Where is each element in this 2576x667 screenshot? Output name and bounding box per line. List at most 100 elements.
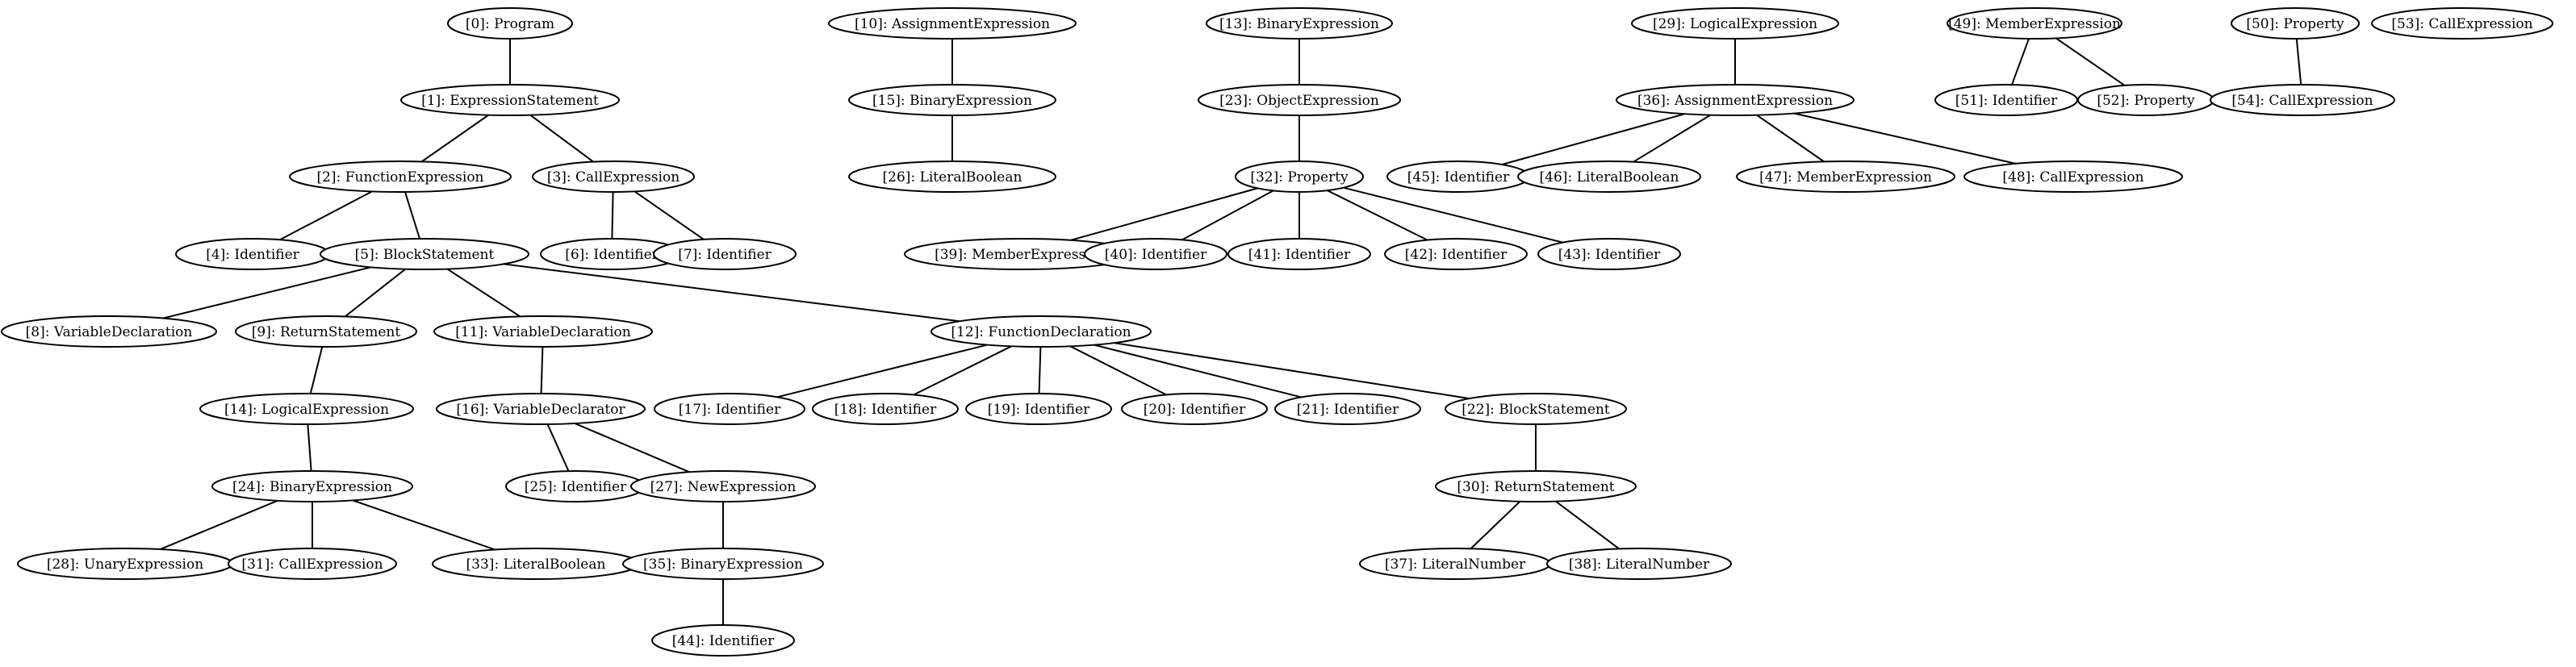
node-layer: [0]: Program[1]: ExpressionStatement[2]:…: [1, 7, 2553, 657]
node-ellipse: [1517, 160, 1701, 193]
node-ellipse: [235, 315, 417, 348]
node-label: [52]: Property: [2097, 93, 2195, 109]
tree-node-9: [9]: ReturnStatement: [235, 315, 417, 348]
edge-2-5: [404, 191, 421, 240]
tree-node-13: [13]: BinaryExpression: [1206, 7, 1393, 40]
tree-node-7: [7]: Identifier: [653, 238, 797, 270]
node-ellipse: [532, 160, 695, 193]
tree-node-38: [38]: LiteralNumber: [1546, 548, 1732, 580]
tree-node-41: [41]: Identifier: [1227, 238, 1371, 270]
node-label: [27]: NewExpression: [650, 479, 797, 495]
edge-32-42: [1327, 190, 1428, 241]
tree-node-4: [4]: Identifier: [175, 238, 330, 270]
node-ellipse: [211, 470, 413, 502]
node-label: [33]: LiteralBoolean: [466, 557, 606, 573]
node-ellipse: [1206, 7, 1393, 40]
node-label: [4]: Identifier: [206, 247, 299, 263]
node-label: [9]: ReturnStatement: [252, 324, 401, 340]
node-label: [44]: Identifier: [672, 633, 775, 649]
node-label: [19]: Identifier: [988, 402, 1090, 418]
node-ellipse: [447, 7, 573, 40]
tree-node-0: [0]: Program: [447, 7, 573, 40]
node-ellipse: [1736, 160, 1955, 193]
tree-node-11: [11]: VariableDeclaration: [433, 315, 653, 348]
tree-node-1: [1]: ExpressionStatement: [400, 84, 620, 116]
tree-node-5: [5]: BlockStatement: [320, 238, 529, 270]
node-label: [42]: Identifier: [1405, 247, 1508, 263]
node-label: [48]: CallExpression: [2002, 169, 2143, 186]
node-label: [45]: Identifier: [1407, 169, 1510, 186]
node-label: [36]: AssignmentExpression: [1637, 93, 1833, 109]
tree-node-12: [12]: FunctionDeclaration: [930, 315, 1152, 348]
node-ellipse: [228, 548, 397, 580]
tree-node-24: [24]: BinaryExpression: [211, 470, 413, 502]
node-ellipse: [654, 393, 805, 425]
tree-node-14: [14]: LogicalExpression: [199, 393, 414, 425]
tree-node-40: [40]: Identifier: [1084, 238, 1227, 270]
node-label: [12]: FunctionDeclaration: [951, 324, 1131, 340]
edge-12-22: [1114, 342, 1470, 400]
edge-layer: [160, 37, 2302, 625]
node-ellipse: [848, 84, 1056, 116]
node-label: [23]: ObjectExpression: [1219, 93, 1379, 109]
tree-node-33: [33]: LiteralBoolean: [432, 548, 640, 580]
node-label: [13]: BinaryExpression: [1219, 16, 1379, 32]
node-label: [15]: BinaryExpression: [872, 93, 1032, 109]
tree-node-32: [32]: Property: [1235, 160, 1364, 193]
tree-node-36: [36]: AssignmentExpression: [1616, 84, 1855, 116]
edge-49-51: [2011, 38, 2030, 85]
node-label: [6]: Identifier: [565, 247, 659, 263]
node-ellipse: [1, 315, 217, 348]
tree-node-3: [3]: CallExpression: [532, 160, 695, 193]
tree-node-44: [44]: Identifier: [651, 624, 795, 657]
tree-node-26: [26]: LiteralBoolean: [848, 160, 1056, 193]
edge-30-38: [1555, 500, 1620, 550]
edge-3-7: [634, 190, 705, 240]
edge-30-37: [1470, 501, 1521, 549]
tree-node-39: [39]: MemberExpression: [904, 238, 1138, 270]
node-ellipse: [289, 160, 512, 193]
tree-node-28: [28]: UnaryExpression: [17, 548, 233, 580]
node-ellipse: [1537, 238, 1681, 270]
edge-9-14: [309, 346, 324, 394]
node-label: [46]: LiteralBoolean: [1540, 169, 1679, 186]
edge-36-46: [1633, 114, 1712, 163]
node-ellipse: [1445, 393, 1627, 425]
edge-36-47: [1756, 114, 1825, 163]
edge-11-16: [540, 346, 544, 394]
tree-node-37: [37]: LiteralNumber: [1359, 548, 1551, 580]
tree-node-50: [50]: Property: [2231, 7, 2360, 40]
edge-5-8: [162, 266, 371, 319]
edge-24-28: [160, 499, 278, 550]
tree-node-31: [31]: CallExpression: [228, 548, 397, 580]
tree-node-16: [16]: VariableDeclarator: [436, 393, 646, 425]
tree-node-48: [48]: CallExpression: [1963, 160, 2183, 193]
node-label: [28]: UnaryExpression: [47, 557, 203, 573]
tree-node-25: [25]: Identifier: [505, 470, 646, 502]
edge-3-6: [611, 191, 614, 240]
node-label: [22]: BlockStatement: [1462, 402, 1610, 418]
edge-1-2: [421, 114, 489, 163]
tree-node-22: [22]: BlockStatement: [1445, 393, 1627, 425]
node-ellipse: [2371, 7, 2553, 40]
edge-50-54: [2295, 38, 2302, 85]
node-label: [3]: CallExpression: [547, 169, 680, 186]
edge-36-48: [1793, 112, 2017, 165]
node-label: [47]: MemberExpression: [1759, 169, 1932, 186]
node-label: [11]: VariableDeclaration: [455, 324, 631, 340]
tree-node-19: [19]: Identifier: [965, 393, 1112, 425]
tree-node-6: [6]: Identifier: [540, 238, 684, 270]
node-label: [8]: VariableDeclaration: [26, 324, 193, 340]
edge-5-9: [344, 268, 406, 318]
node-label: [17]: Identifier: [679, 402, 781, 418]
edge-12-19: [1038, 346, 1042, 394]
node-ellipse: [1616, 84, 1855, 116]
tree-node-10: [10]: AssignmentExpression: [828, 7, 1077, 40]
tree-node-27: [27]: NewExpression: [630, 470, 816, 502]
node-label: [0]: Program: [466, 16, 554, 32]
node-ellipse: [965, 393, 1112, 425]
node-label: [38]: LiteralNumber: [1569, 557, 1710, 573]
node-label: [43]: Identifier: [1558, 247, 1661, 263]
edge-14-24: [307, 423, 312, 472]
tree-node-47: [47]: MemberExpression: [1736, 160, 1955, 193]
